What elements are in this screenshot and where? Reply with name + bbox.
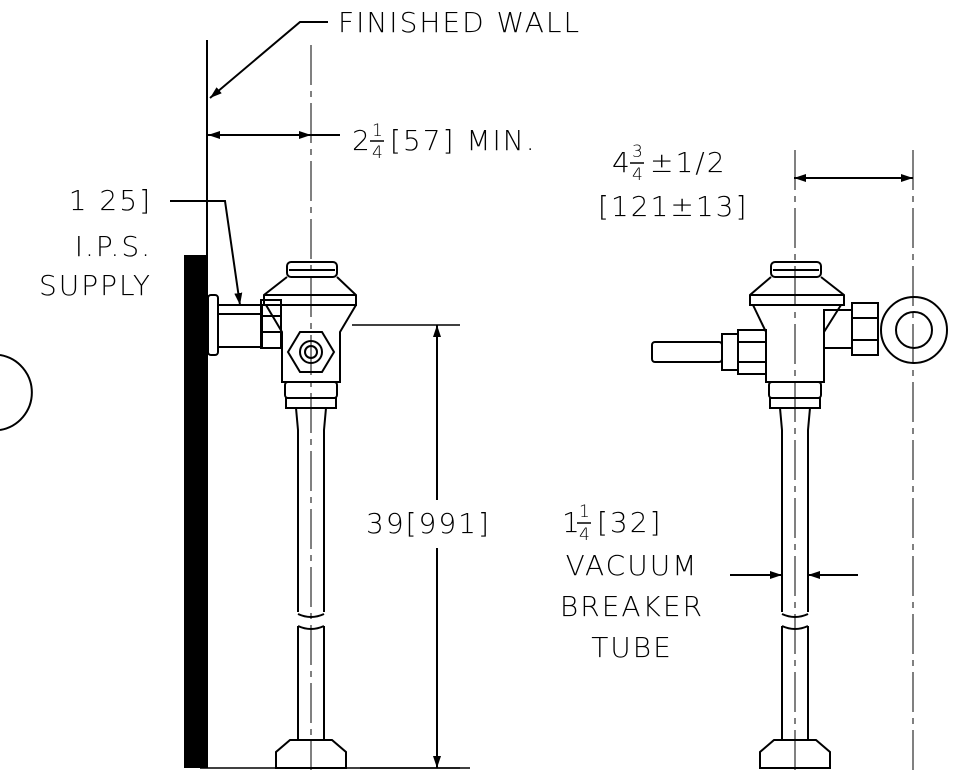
svg-text:4: 4: [579, 525, 592, 545]
svg-text:VACUUM: VACUUM: [566, 549, 699, 582]
svg-text:TUBE: TUBE: [591, 631, 673, 664]
wall-clearance-label: 2 1 4 [57] MIN.: [352, 121, 537, 163]
svg-text:SUPPLY: SUPPLY: [39, 269, 152, 302]
svg-text:4: 4: [612, 146, 632, 179]
flush-valve-front-view: [651, 150, 948, 770]
svg-text:±1/2: ±1/2: [650, 146, 727, 179]
supply-leader: [170, 200, 243, 306]
svg-text:4: 4: [632, 165, 645, 185]
svg-text:BREAKER: BREAKER: [560, 590, 704, 623]
svg-text:2: 2: [352, 124, 372, 157]
svg-text:I.P.S.: I.P.S.: [75, 230, 152, 263]
svg-text:1: 1: [562, 506, 582, 539]
finished-wall-leader: [209, 21, 328, 99]
svg-text:[121±13]: [121±13]: [598, 190, 748, 223]
offset-dimension: [794, 150, 914, 770]
partial-circle: [0, 354, 33, 431]
tube-label: 1 1 4 [32] VACUUM BREAKER TUBE: [560, 502, 704, 664]
svg-text:[57] MIN.: [57] MIN.: [390, 124, 537, 157]
svg-text:3: 3: [632, 142, 645, 162]
flush-valve-side-view: [207, 45, 357, 770]
finished-wall-label: FINISHED WALL: [338, 6, 581, 39]
svg-text:1: 1: [372, 121, 385, 141]
svg-text:4: 4: [372, 143, 385, 163]
height-dimension: [352, 324, 460, 769]
supply-label: 1 25] I.P.S. SUPPLY: [39, 184, 152, 302]
height-label: 39[991]: [366, 507, 491, 540]
svg-text:1: 1: [579, 502, 592, 522]
offset-label: 4 3 4 ±1/2 [121±13]: [598, 142, 748, 223]
svg-text:[32]: [32]: [597, 506, 662, 539]
svg-text:1 25]: 1 25]: [69, 184, 152, 217]
